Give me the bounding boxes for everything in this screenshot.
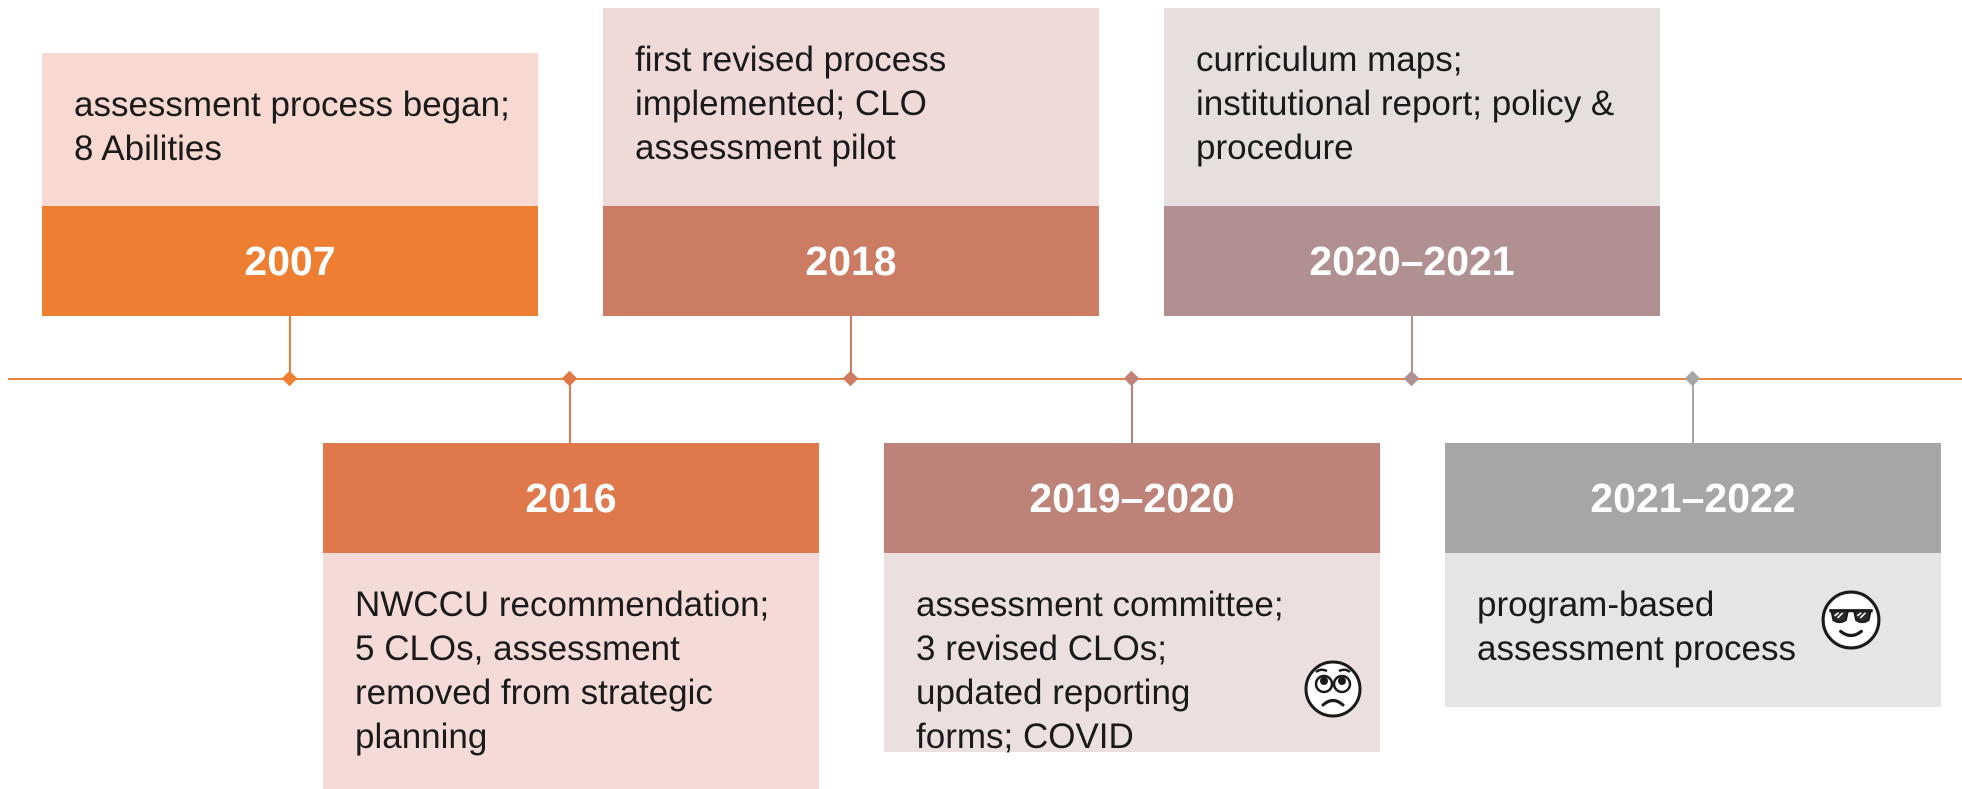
connector-2018 — [850, 316, 852, 378]
connector-2019-2020 — [1131, 380, 1133, 443]
event-description: curriculum maps; institutional report; p… — [1164, 8, 1660, 206]
event-year: 2018 — [603, 206, 1099, 316]
event-description: assessment process began; 8 Abilities — [42, 53, 538, 206]
marker-2019-2020 — [1123, 370, 1140, 387]
connector-2020-2021 — [1411, 316, 1413, 378]
connector-2016 — [569, 380, 571, 443]
marker-2007 — [281, 370, 298, 387]
worried-face-icon — [1304, 660, 1362, 718]
event-description: assessment committee; 3 revised CLOs; up… — [884, 553, 1380, 756]
connector-2021-2022 — [1692, 380, 1694, 443]
marker-2018 — [842, 370, 859, 387]
event-2018: first revised process implemented; CLO a… — [603, 8, 1099, 316]
event-2021-2022: 2021–2022 program-based assessment proce… — [1445, 443, 1941, 707]
timeline-axis — [8, 378, 1962, 380]
event-2019-2020: 2019–2020 assessment committee; 3 revise… — [884, 443, 1380, 756]
marker-2016 — [561, 370, 578, 387]
event-2007: assessment process began; 8 Abilities 20… — [42, 53, 538, 316]
event-year: 2019–2020 — [884, 443, 1380, 553]
sunglasses-face-icon — [1821, 590, 1881, 650]
event-description: first revised process implemented; CLO a… — [603, 8, 1099, 206]
connector-2007 — [289, 316, 291, 378]
event-year: 2020–2021 — [1164, 206, 1660, 316]
event-description: NWCCU recommendation; 5 CLOs, assessment… — [323, 553, 819, 789]
marker-2020-2021 — [1403, 370, 1420, 387]
event-year: 2016 — [323, 443, 819, 553]
marker-2021-2022 — [1684, 370, 1701, 387]
event-2016: 2016 NWCCU recommendation; 5 CLOs, asses… — [323, 443, 819, 789]
event-2020-2021: curriculum maps; institutional report; p… — [1164, 8, 1660, 316]
event-year: 2021–2022 — [1445, 443, 1941, 553]
event-year: 2007 — [42, 206, 538, 316]
